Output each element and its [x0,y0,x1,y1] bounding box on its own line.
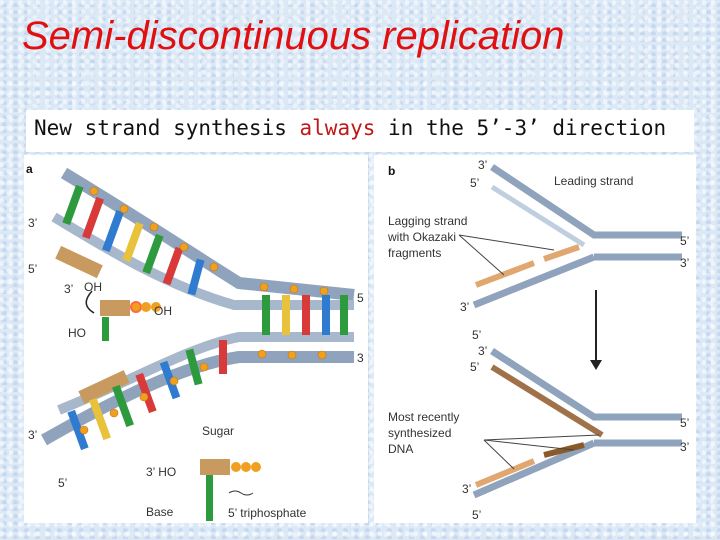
top-3prime-label: 3’ [478,158,487,172]
base-rung [187,258,205,296]
base-rung [302,295,310,335]
top-5prime-label: 5’ [470,176,479,190]
subtitle-highlight: always [299,116,376,140]
upper-new-strand [51,212,354,310]
base-rung [262,295,270,335]
pointer-line [458,234,505,276]
bottom-left-3prime-label: 3’ [462,482,471,496]
top-fork-upper-strand [490,164,682,239]
lower-new-strand [57,332,354,415]
base-rung [89,397,111,441]
top-left-3prime-label: 3’ [460,300,469,314]
panel-a-label: a [26,162,33,176]
base-rung [62,184,84,226]
base-rung [219,340,227,374]
recent-label-line1: Most recently [388,410,459,424]
base-rung [102,209,124,253]
pointer-line [483,439,515,470]
slide-title: Semi-discontinuous replication [22,14,565,58]
slide-subtitle: New strand synthesis always in the 5’-3’… [26,110,694,152]
panel-b-okazaki-fragments: b Leading strand Lagging strand with Oka… [374,155,696,523]
panel-b-label: b [388,164,395,178]
upper-oh-3prime-label: 3’ [64,282,73,296]
top-fork-lagging-template [472,253,596,309]
leading-strand-label: Leading strand [554,174,633,188]
right-5-label: 5 [357,291,364,305]
base-rung [67,409,89,451]
mid-5prime-label: 5’ [472,328,481,342]
okazaki-fragment [474,458,536,488]
legend-sugar-block [200,459,230,475]
subtitle-text-after: in the 5’-3’ direction [375,116,667,140]
upper-parental-backbone [60,167,355,301]
base-rung [162,246,184,286]
phosphate-dots [79,186,329,435]
base-rung [185,348,203,386]
base-rung [142,233,164,275]
lower-3prime-label: 3’ [28,428,37,442]
pointer-line [458,234,555,251]
recent-okazaki-fragment [543,442,585,458]
nucleotide-oh-label: OH [154,304,172,318]
attack-arrow [85,290,95,314]
base-rung [112,384,134,428]
top-right-3prime-label: 3’ [680,256,689,270]
base-rung [122,221,144,263]
bottom-right-3prime-label: 3’ [680,440,689,454]
legend-base [206,475,213,521]
base-rung [282,295,290,335]
recent-label-line3: DNA [388,442,413,456]
bottom-fork-lagging-template [472,439,596,499]
lower-5prime-label: 5’ [58,476,67,490]
triphosphate-brace [228,490,254,496]
bottom-leading-new-dna [490,364,604,438]
bottom-right-5prime-label: 5’ [680,416,689,430]
triphosphate-dot [141,302,151,312]
lagging-label-line2: with Okazaki [387,230,456,244]
ho-label: HO [68,326,86,340]
recent-label-line2: synthesized [388,426,451,440]
legend-phosphate [251,462,261,472]
upper-sugar-block [55,245,103,279]
bottom-left-5prime-label: 5’ [472,508,481,522]
legend-phosphate [231,462,241,472]
upper-oh-label: OH [84,280,102,294]
mid-5prime-label-2: 5’ [470,360,479,374]
right-3-label: 3 [357,351,364,365]
mid-3prime-label: 3’ [478,344,487,358]
base-rung [340,295,348,335]
pointer-line [483,439,575,451]
okazaki-fragment [543,244,580,262]
lagging-label-line1: Lagging strand [388,214,467,228]
lagging-label-line3: fragments [388,246,441,260]
pointer-line [483,434,600,441]
top-right-5prime-label: 5’ [680,234,689,248]
triphosphate-dot [151,302,161,312]
panel-b-diagram: b Leading strand Lagging strand with Oka… [387,158,689,522]
base-label: Base [146,505,174,519]
triphosphate-label: 5’ triphosphate [228,506,307,520]
panel-a-diagram: a 3’ 5’ OH 3’ OH HO 3’ [26,162,364,521]
triphosphate-dot [130,301,142,313]
panel-a-replication-fork: a 3’ 5’ OH 3’ OH HO 3’ [24,155,368,523]
base-rung [135,372,157,414]
base-rung [82,196,104,240]
subtitle-text-before: New strand synthesis [34,116,300,140]
lower-sugar-block [78,370,130,404]
time-arrowhead [590,360,602,370]
upper-3prime-label: 3’ [28,216,37,230]
top-fork-leading-strand [490,184,586,248]
legend-ho-label: 3’ HO [146,465,176,479]
okazaki-fragment [474,260,536,288]
incoming-nucleotide-sugar [100,300,130,316]
upper-5prime-label: 5’ [28,262,37,276]
bottom-fork-upper-strand [490,348,682,421]
base-rung [322,295,330,335]
legend-phosphate [241,462,251,472]
sugar-label: Sugar [202,424,234,438]
incoming-base [102,317,109,341]
